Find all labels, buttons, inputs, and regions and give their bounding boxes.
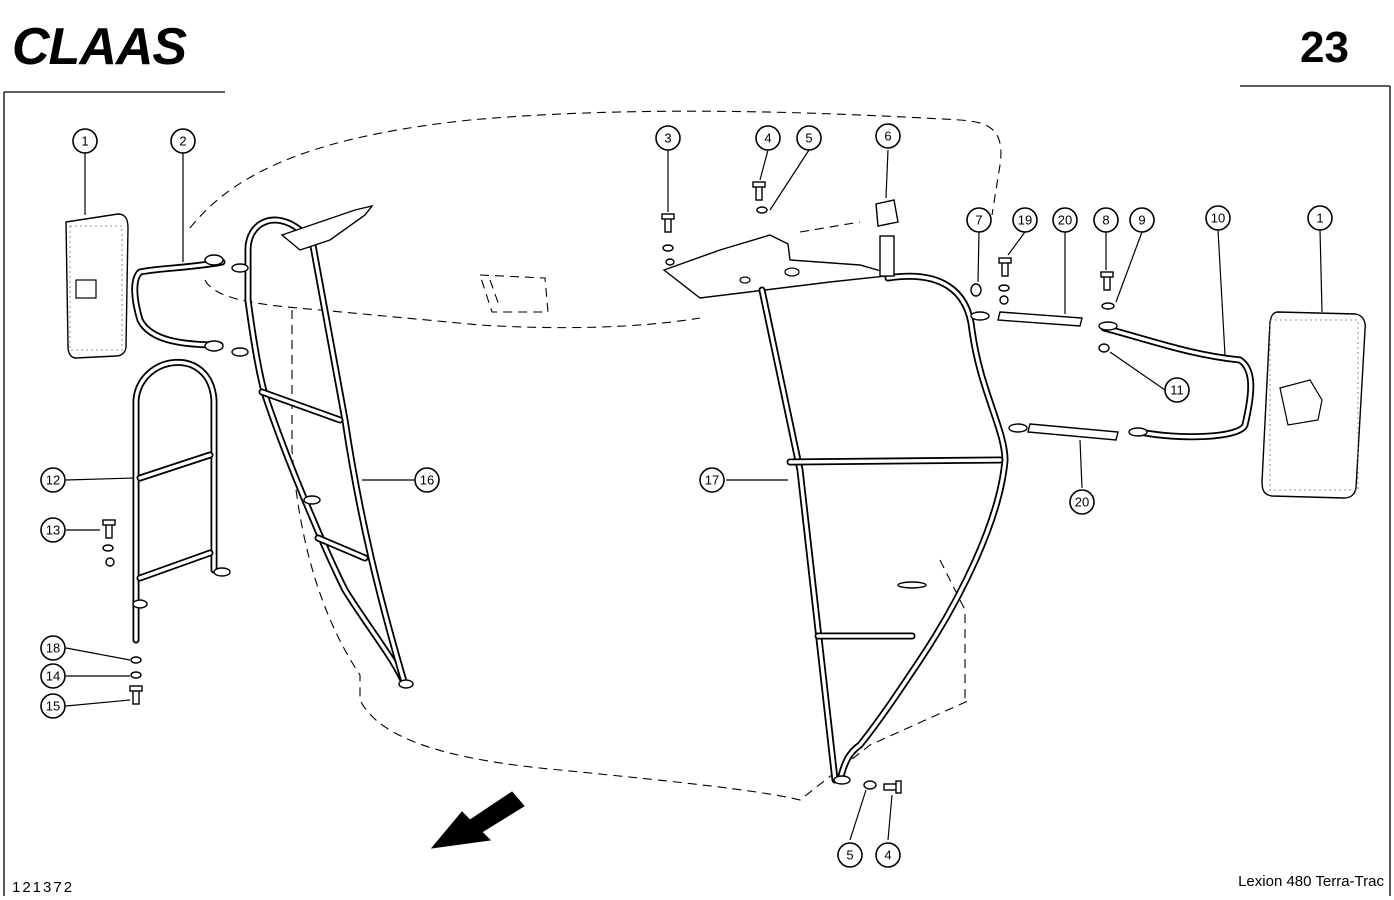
callout-6[interactable]: 6 <box>875 123 901 149</box>
callout-8[interactable]: 8 <box>1093 207 1119 233</box>
svg-text:19: 19 <box>1018 213 1032 228</box>
mirror-arm-left <box>131 254 226 352</box>
handrail-left <box>231 204 414 689</box>
mirror-right <box>1261 311 1366 499</box>
svg-text:4: 4 <box>764 131 771 146</box>
direction-arrow <box>430 791 525 849</box>
callout-14[interactable]: 14 <box>40 663 66 689</box>
svg-text:12: 12 <box>46 473 60 488</box>
mirror-arm-right <box>1098 321 1255 441</box>
callout-1-right[interactable]: 1 <box>1307 205 1333 231</box>
page-number: 23 <box>1300 23 1349 72</box>
svg-text:13: 13 <box>46 523 60 538</box>
svg-text:8: 8 <box>1102 213 1109 228</box>
callout-5-bottom[interactable]: 5 <box>837 842 863 868</box>
callout-5-top[interactable]: 5 <box>796 125 822 151</box>
callout-3[interactable]: 3 <box>655 125 681 151</box>
svg-text:4: 4 <box>884 848 891 863</box>
svg-text:5: 5 <box>846 848 853 863</box>
svg-text:15: 15 <box>46 699 60 714</box>
svg-text:18: 18 <box>46 641 60 656</box>
callout-9[interactable]: 9 <box>1129 207 1155 233</box>
mounting-bracket-top <box>662 234 896 299</box>
svg-text:7: 7 <box>975 213 982 228</box>
brand-logo: CLAAS <box>12 18 187 76</box>
svg-text:14: 14 <box>46 669 60 684</box>
svg-text:11: 11 <box>1170 383 1184 398</box>
callout-19[interactable]: 19 <box>1012 207 1038 233</box>
callout-2[interactable]: 2 <box>170 128 196 154</box>
drawing-number: 121372 <box>12 879 74 896</box>
callout-17[interactable]: 17 <box>699 467 725 493</box>
svg-text:5: 5 <box>805 131 812 146</box>
svg-text:1: 1 <box>81 134 88 149</box>
callout-15[interactable]: 15 <box>40 693 66 719</box>
callout-13[interactable]: 13 <box>40 517 66 543</box>
strap-lower <box>1027 423 1119 441</box>
callout-7[interactable]: 7 <box>966 207 992 233</box>
svg-text:2: 2 <box>179 134 186 149</box>
callout-11[interactable]: 11 <box>1164 377 1190 403</box>
handrail-right <box>758 272 1028 785</box>
svg-text:17: 17 <box>705 473 719 488</box>
callout-12[interactable]: 12 <box>40 467 66 493</box>
svg-text:20: 20 <box>1075 495 1089 510</box>
leader-lines <box>65 149 1323 841</box>
svg-text:1: 1 <box>1316 211 1323 226</box>
strap-upper <box>997 311 1083 327</box>
callouts: 1 2 3 4 5 6 7 19 20 8 9 10 1 11 12 13 16… <box>40 123 1333 868</box>
callout-4-bottom[interactable]: 4 <box>875 842 901 868</box>
callout-16[interactable]: 16 <box>414 467 440 493</box>
svg-text:6: 6 <box>884 129 891 144</box>
callout-1-left[interactable]: 1 <box>72 128 98 154</box>
svg-text:3: 3 <box>664 131 671 146</box>
callout-10[interactable]: 10 <box>1205 205 1231 231</box>
handrail-small <box>132 359 231 644</box>
svg-text:10: 10 <box>1211 211 1225 226</box>
callout-18[interactable]: 18 <box>40 635 66 661</box>
model-name: Lexion 480 Terra-Trac <box>1238 873 1384 890</box>
svg-text:9: 9 <box>1138 213 1145 228</box>
work-lamp <box>875 199 899 277</box>
cab-outline <box>189 110 1002 801</box>
hardware-parts <box>102 181 1115 794</box>
svg-text:16: 16 <box>420 473 434 488</box>
mirror-left <box>65 213 129 359</box>
svg-text:20: 20 <box>1058 213 1072 228</box>
callout-20-bottom[interactable]: 20 <box>1069 489 1095 515</box>
callout-20-top[interactable]: 20 <box>1052 207 1078 233</box>
sheet-frame <box>3 85 1391 896</box>
callout-4-top[interactable]: 4 <box>755 125 781 151</box>
